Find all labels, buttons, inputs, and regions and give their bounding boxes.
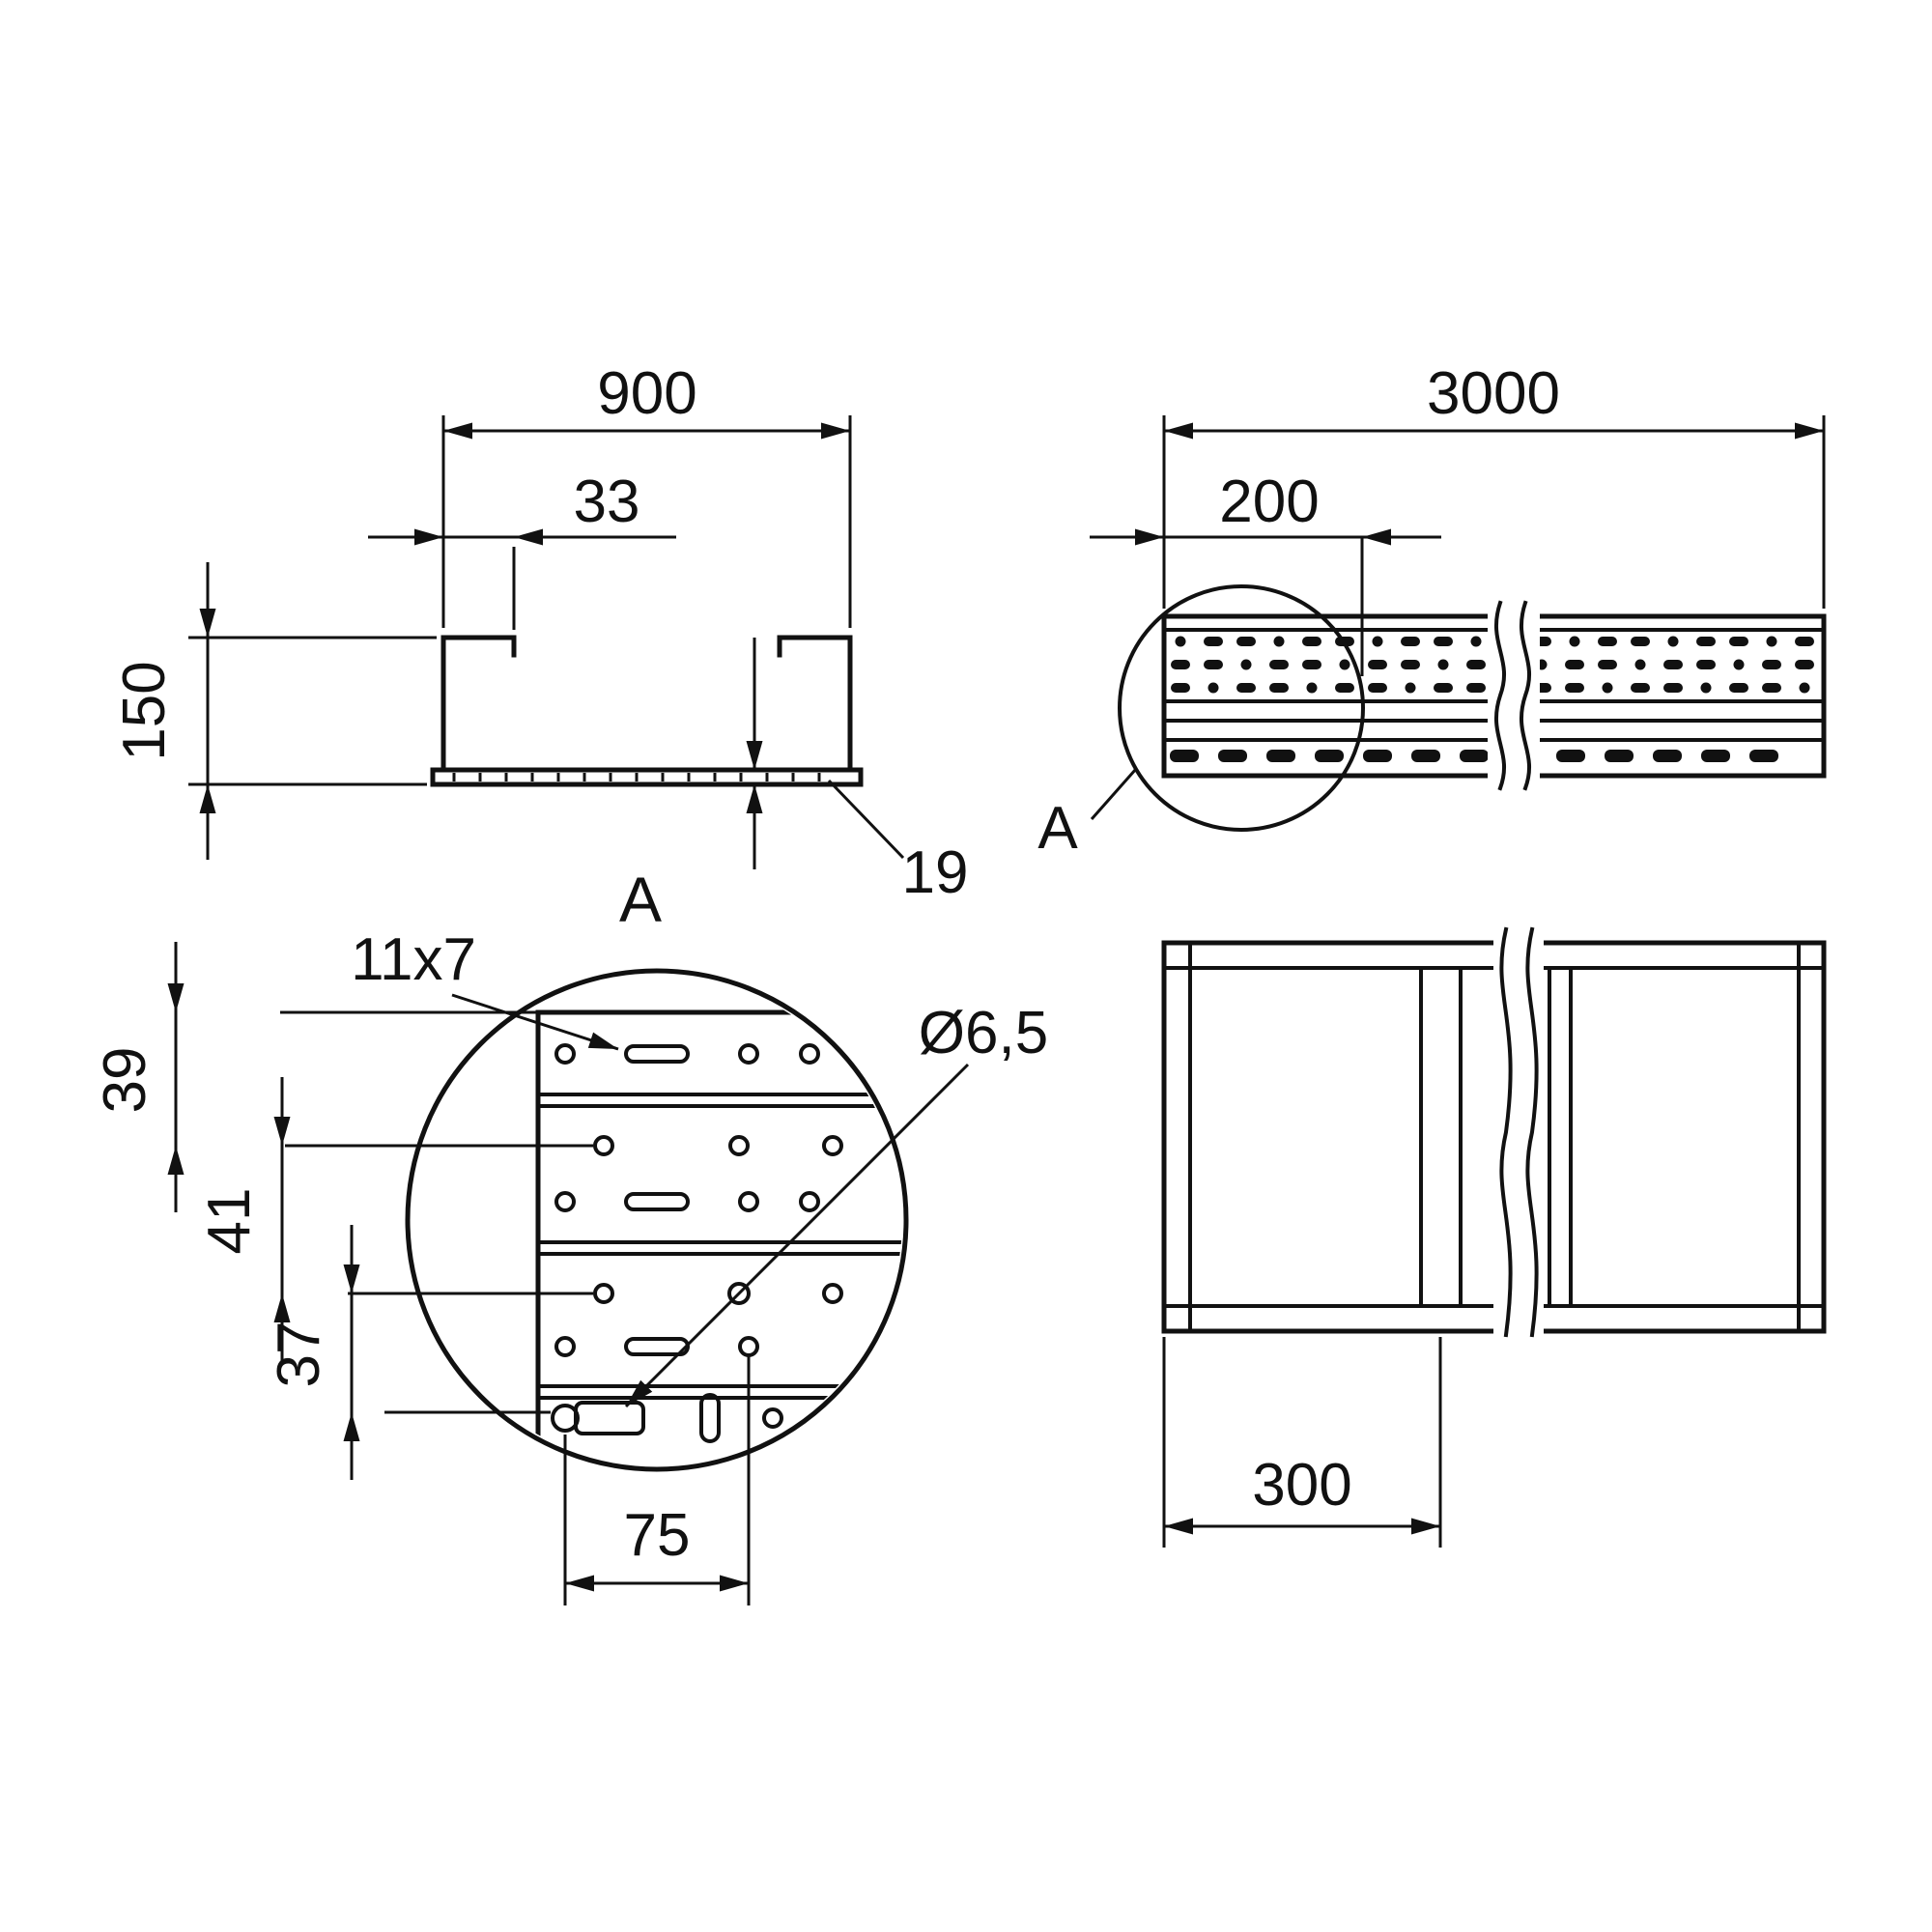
dimension-arrowheads	[167, 422, 1824, 1592]
dim-pitch-75: 75	[624, 1502, 691, 1569]
break-line	[1525, 926, 1539, 1338]
dim-hole-diameter: Ø6,5	[919, 1000, 1048, 1066]
dim-rung-spacing-300: 300	[1252, 1452, 1351, 1519]
dim-height-150: 150	[111, 661, 178, 760]
detail-title: A	[619, 864, 662, 935]
right-wall	[777, 635, 853, 773]
detail-callout-label: A	[1037, 795, 1078, 862]
plan-view: 300	[1161, 926, 1827, 1548]
detail-view-a: A	[92, 864, 1048, 1605]
dim-slot-11x7: 11x7	[351, 926, 476, 993]
dim-thickness-19: 19	[902, 839, 969, 906]
dim-spacing-41: 41	[196, 1188, 263, 1255]
bottom-perforation-ticks	[452, 773, 821, 781]
left-wall	[440, 635, 517, 773]
dim-length-3000: 3000	[1427, 360, 1560, 427]
dim-spacing-39: 39	[92, 1047, 158, 1114]
dim-width-900: 900	[597, 360, 696, 427]
detail-circle	[405, 968, 909, 1472]
break-line	[1520, 600, 1531, 791]
break-line	[1499, 926, 1513, 1338]
dim-spacing-37: 37	[266, 1321, 332, 1388]
dim-end-distance-200: 200	[1219, 469, 1319, 535]
side-view: 3000 200 A	[1037, 360, 1827, 862]
detail-callout-circle	[1118, 584, 1365, 832]
bottom-band	[430, 767, 864, 787]
cross-section-view: 900 33 150 19	[111, 360, 968, 906]
detail-plate	[535, 1009, 902, 1454]
dim-flange-33: 33	[574, 469, 640, 535]
dia-6-5-hole	[727, 1282, 751, 1305]
break-line	[1494, 600, 1506, 791]
